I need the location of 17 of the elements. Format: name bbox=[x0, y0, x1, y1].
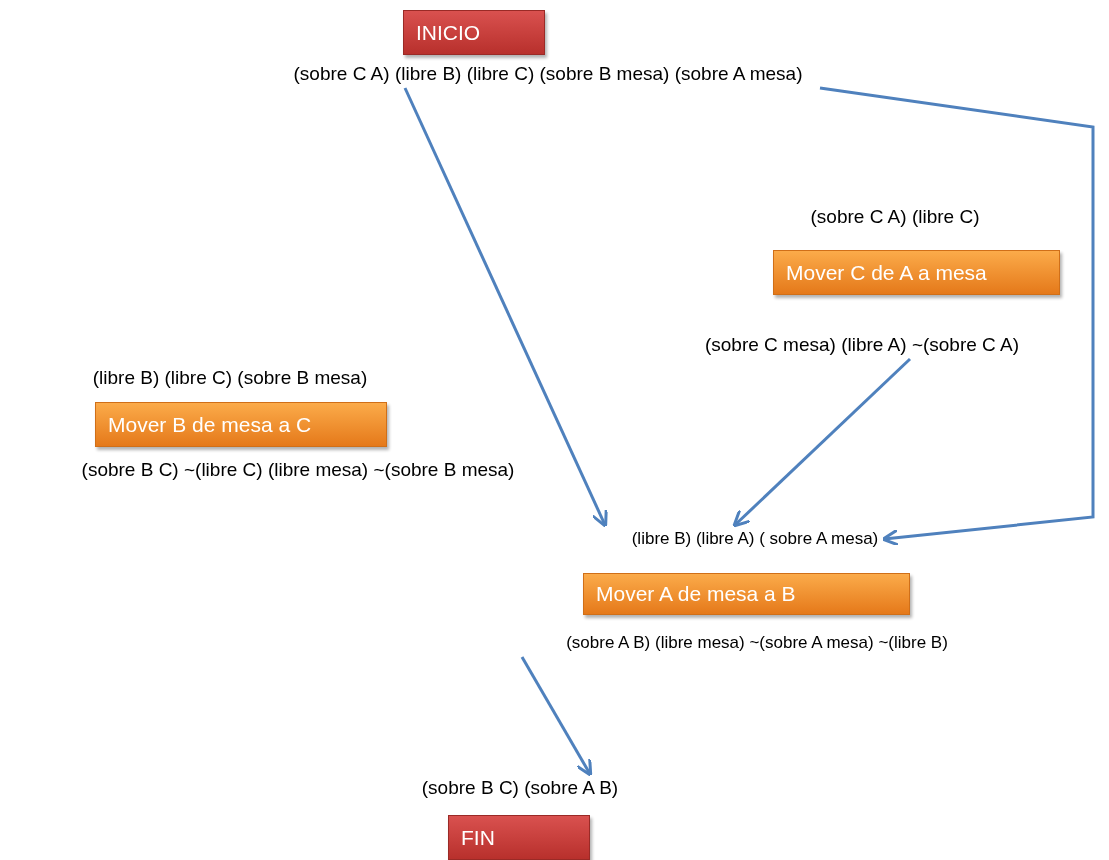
arrow bbox=[732, 357, 912, 528]
state-text: (sobre C A) (libre C) bbox=[810, 205, 980, 229]
state-text: (libre B) (libre C) (sobre B mesa) bbox=[92, 366, 368, 390]
state-text: (sobre C A) (libre B) (libre C) (sobre B mesa) (sobre A mesa) bbox=[293, 62, 803, 86]
arrow bbox=[403, 87, 608, 528]
terminal-box: INICIO bbox=[403, 10, 545, 55]
state-text: (sobre A B) (libre mesa) ~(sobre A mesa) ~(libre B) bbox=[566, 631, 948, 655]
state-text: (sobre C mesa) (libre A) ~(sobre C A) bbox=[704, 333, 1020, 357]
state-text: (sobre B C) (sobre A B) bbox=[421, 776, 619, 800]
action-box: Mover C de A a mesa bbox=[773, 250, 1060, 295]
terminal-box: FIN bbox=[448, 815, 590, 860]
action-box: Mover A de mesa a B bbox=[583, 573, 910, 615]
state-text: (libre B) (libre A) ( sobre A mesa) bbox=[631, 527, 879, 551]
arrow bbox=[819, 86, 1095, 547]
action-box: Mover B de mesa a C bbox=[95, 402, 387, 447]
state-text: (sobre B C) ~(libre C) (libre mesa) ~(sobre B mesa) bbox=[81, 458, 515, 482]
arrow bbox=[520, 656, 593, 777]
